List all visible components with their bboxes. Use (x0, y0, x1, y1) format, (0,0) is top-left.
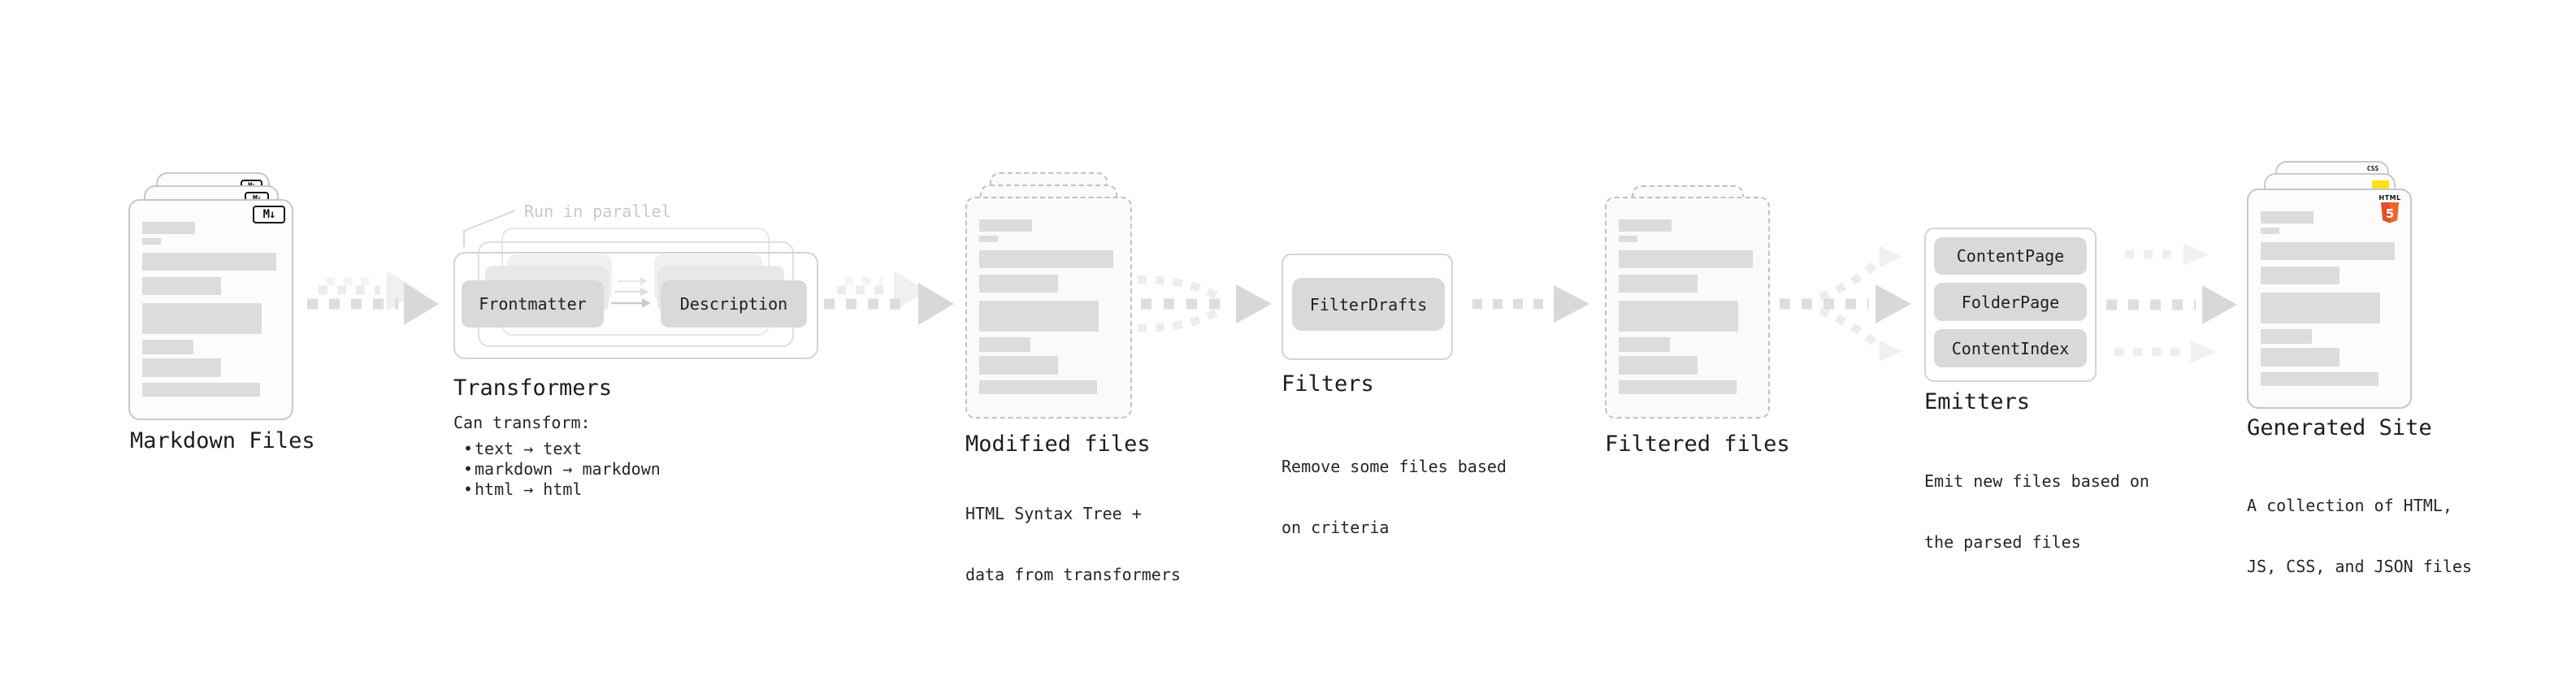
html5-icon: HTML 5 (2379, 194, 2400, 223)
html5-shield-right (2390, 202, 2399, 223)
file-content-skeleton (967, 198, 1130, 417)
bullet-glyph: • (463, 439, 474, 458)
html5-icon-number: 5 (2386, 206, 2394, 221)
emitter-content-page-box: ContentPage (1934, 237, 2087, 275)
modified-file-card-front (965, 197, 1132, 419)
file-content-skeleton (130, 201, 292, 419)
emitter-content-index-box: ContentIndex (1934, 329, 2087, 367)
bullet-text: markdown → markdown (475, 459, 661, 479)
arrow-markdown-to-transformers (307, 271, 439, 325)
arrows-emitters-to-generated (2106, 243, 2237, 363)
arrow-filters-to-filtered (1472, 285, 1589, 323)
bullet-item: • html → html (463, 479, 661, 500)
stage-label-markdown-files: Markdown Files (130, 428, 315, 453)
bullet-text: html → html (475, 479, 583, 499)
bullet-item: • markdown → markdown (463, 459, 661, 479)
stage-label-filtered-files: Filtered files (1605, 432, 1790, 457)
stage-label-transformers: Transformers (453, 375, 613, 401)
arrow-filtered-to-emitters-fanout (1780, 246, 1911, 362)
transformer-inner-arrows (611, 277, 651, 308)
markdown-icon: M↓ (253, 206, 285, 223)
caption-line: Remove some files based (1281, 457, 1507, 476)
generated-file-card-front: HTML 5 (2247, 189, 2412, 409)
stage-label-modified-files: Modified files (965, 432, 1151, 457)
css-icon-label: CSS (2366, 165, 2379, 172)
transformer-output-box: Description (661, 280, 807, 327)
run-in-parallel-leader-line (463, 210, 516, 247)
file-content-skeleton (1607, 198, 1768, 417)
caption-line: HTML Syntax Tree + (965, 504, 1142, 523)
caption-line: A collection of HTML, (2247, 496, 2452, 515)
javascript-icon (2372, 180, 2389, 191)
caption-line: on criteria (1281, 518, 1390, 537)
bullet-text: text → text (475, 439, 583, 458)
stage-label-generated-site: Generated Site (2247, 415, 2432, 440)
arrow-transformers-to-modified (824, 271, 954, 325)
emitter-folder-page-box: FolderPage (1934, 283, 2087, 321)
caption-line: Emit new files based on (1924, 471, 2149, 491)
bullet-glyph: • (463, 479, 474, 499)
filter-drafts-box: FilterDrafts (1292, 278, 1445, 331)
transformer-input-box: Frontmatter (462, 280, 604, 327)
generated-site-caption: A collection of HTML, JS, CSS, and JSON … (2247, 455, 2472, 618)
markdown-file-card-front: M↓ (128, 199, 293, 420)
stage-label-emitters: Emitters (1924, 389, 2031, 414)
transformers-note-heading: Can transform: (453, 413, 591, 432)
arrow-modified-to-filters-merge (1137, 275, 1272, 332)
transformer-layer-front (453, 252, 818, 359)
modified-files-caption: HTML Syntax Tree + data from transformer… (965, 463, 1181, 626)
emitters-caption: Emit new files based on the parsed files (1924, 431, 2149, 593)
run-in-parallel-note: Run in parallel (524, 202, 671, 221)
filters-caption: Remove some files based on criteria (1281, 416, 1507, 579)
html5-icon-label: HTML (2379, 194, 2400, 202)
transformers-bullet-list: • text → text • markdown → markdown • ht… (463, 439, 661, 500)
stage-label-filters: Filters (1281, 371, 1374, 397)
filtered-file-card-front (1605, 197, 1770, 419)
file-content-skeleton (2249, 190, 2410, 407)
caption-line: data from transformers (965, 565, 1181, 584)
bullet-item: • text → text (463, 439, 661, 459)
bullet-glyph: • (463, 459, 474, 479)
caption-line: the parsed files (1924, 532, 2081, 552)
caption-line: JS, CSS, and JSON files (2247, 557, 2472, 576)
